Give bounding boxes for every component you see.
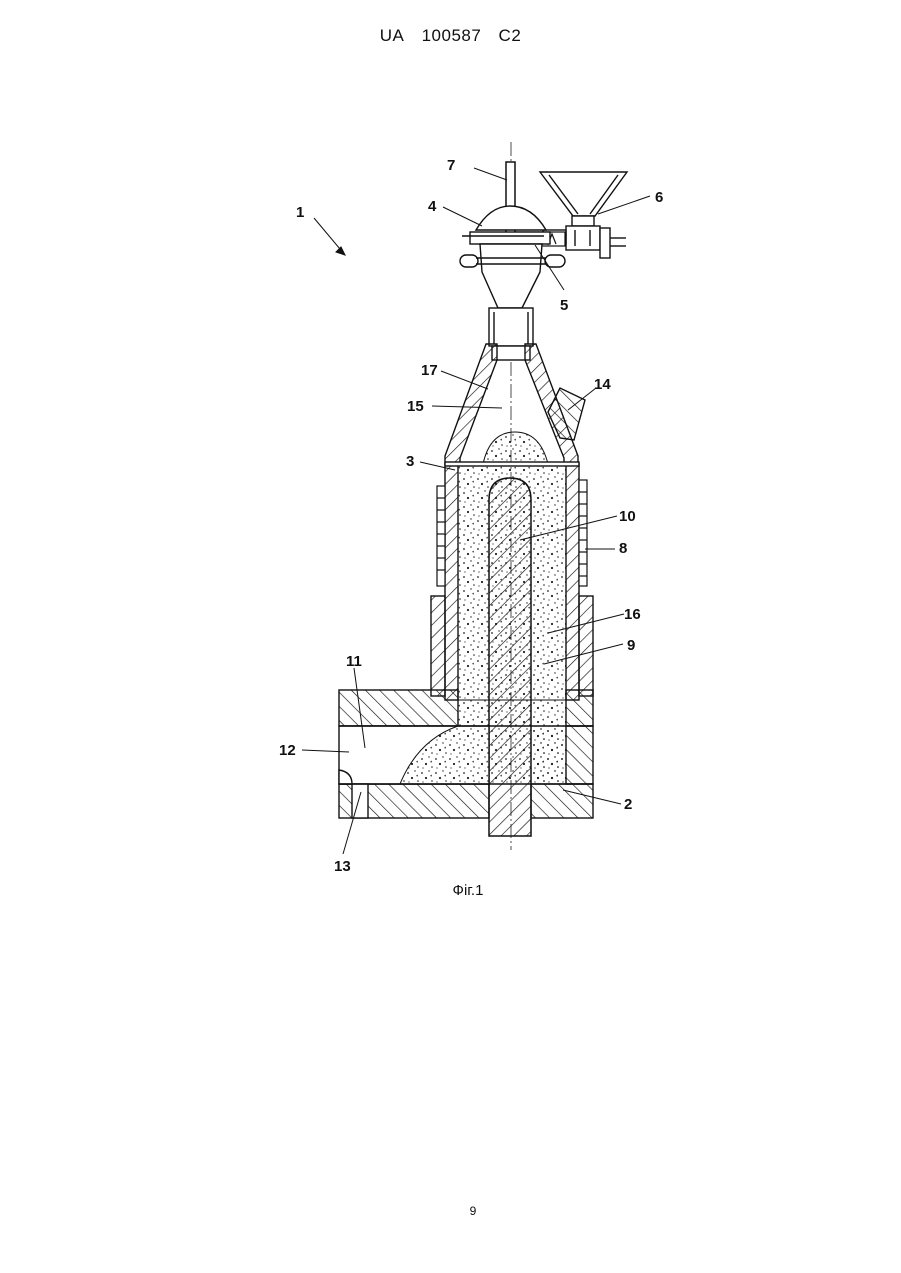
label-1: 1: [296, 204, 304, 221]
label-12: 12: [279, 742, 296, 759]
granular-bottom: [531, 726, 566, 784]
label-11: 11: [346, 653, 362, 670]
label-9: 9: [627, 637, 635, 654]
material-heap: [483, 432, 548, 464]
label-7: 7: [447, 157, 455, 174]
label-16: 16: [624, 606, 641, 623]
figure-caption: Фіг.1: [0, 882, 901, 899]
label-2: 2: [624, 796, 632, 813]
label-3: 3: [406, 453, 414, 470]
label-17: 17: [421, 362, 438, 379]
page-number: 9: [0, 1204, 901, 1218]
electrode-10: [489, 478, 531, 836]
label-4: 4: [428, 198, 437, 215]
label-13: 13: [334, 858, 351, 875]
label-10: 10: [619, 508, 636, 525]
label-14: 14: [594, 376, 611, 393]
label-15: 15: [407, 398, 424, 415]
label-5: 5: [560, 297, 568, 314]
label-6: 6: [655, 189, 663, 206]
label-8: 8: [619, 540, 627, 557]
head-4: [460, 206, 565, 308]
